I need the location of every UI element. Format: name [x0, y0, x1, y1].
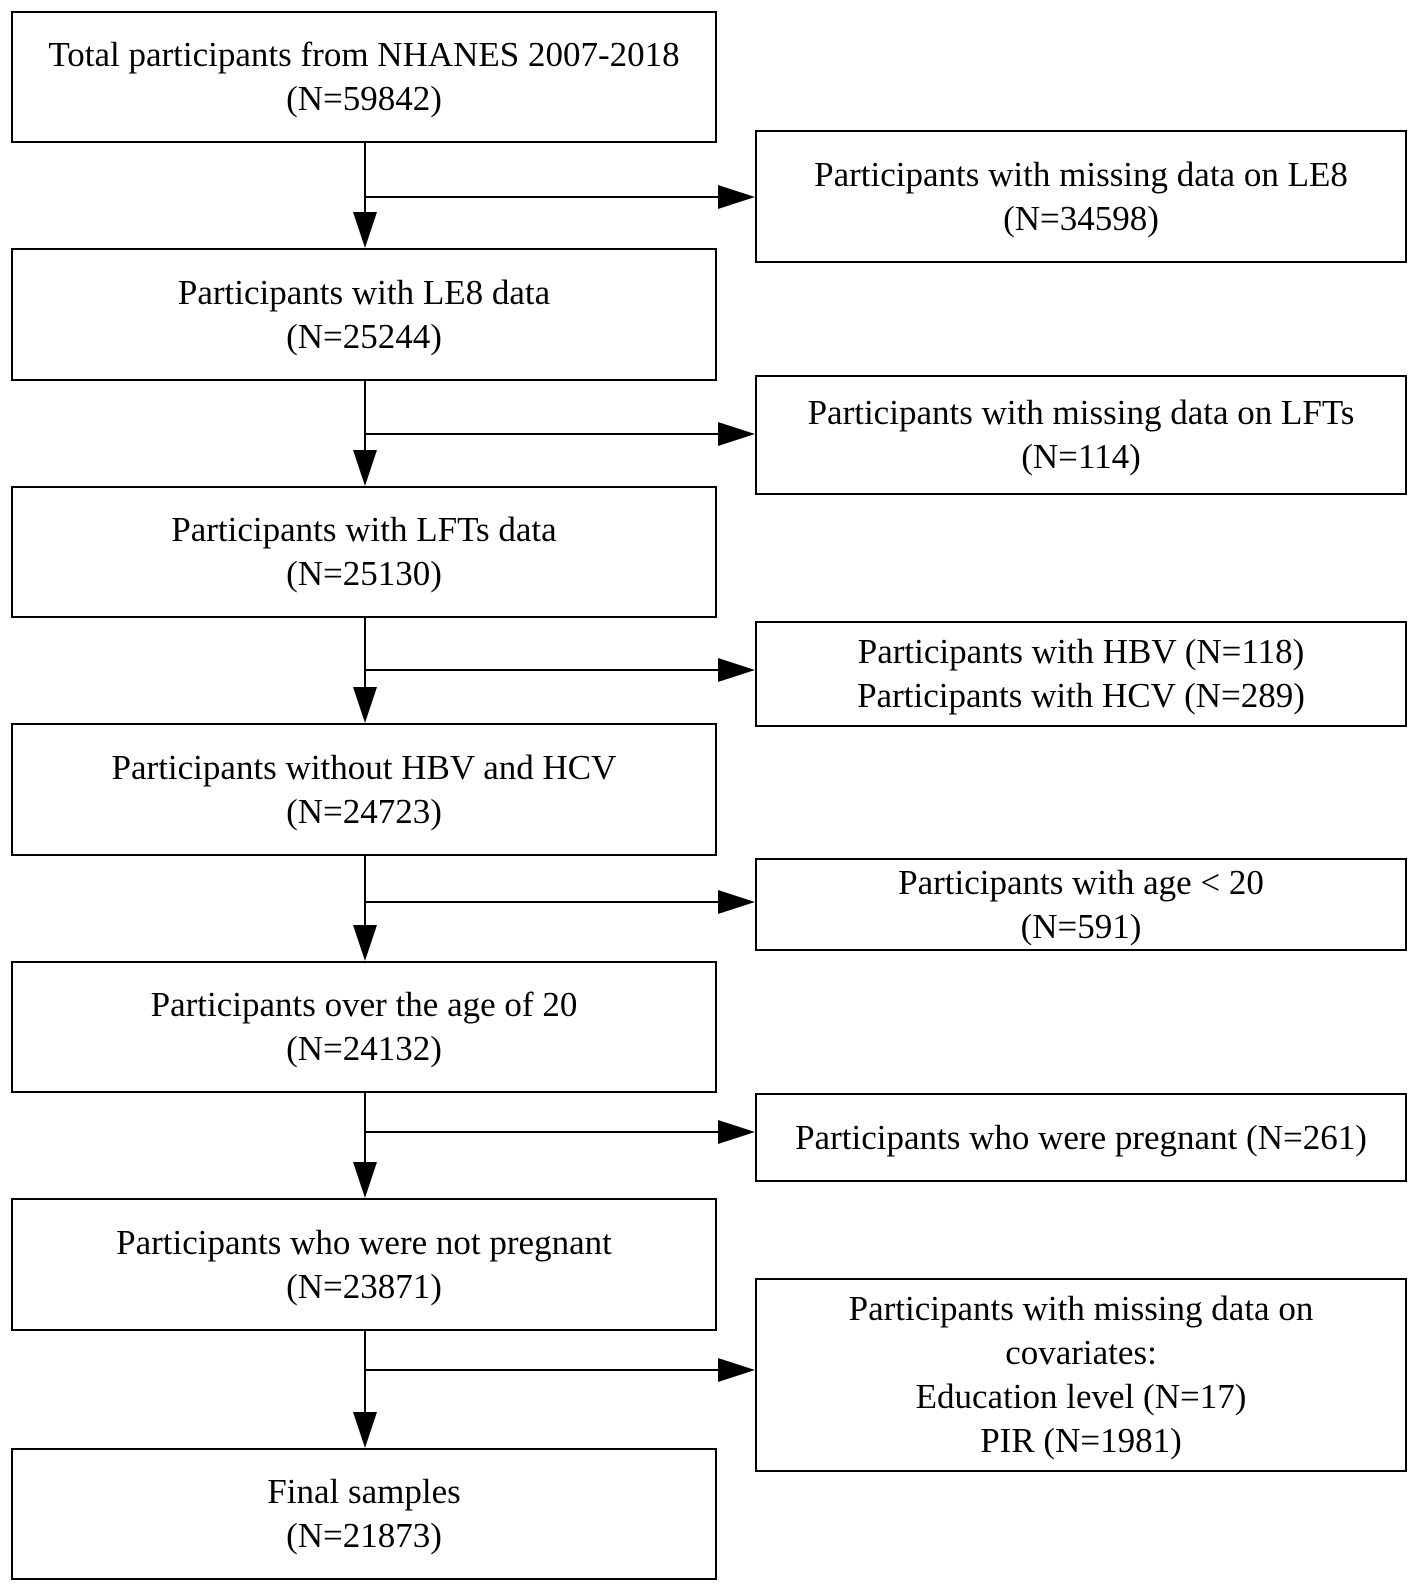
- exclusion-count: PIR (N=1981): [980, 1421, 1182, 1460]
- main-step-box: Participants without HBV and HCV (N=2472…: [11, 723, 717, 856]
- exclusion-count: (N=591): [1020, 906, 1142, 946]
- exclusion-text: Participants with missing data on: [848, 1289, 1314, 1328]
- main-step-count: (N=23871): [286, 1266, 442, 1306]
- arrowhead-down: [353, 450, 377, 486]
- arrowhead-right: [718, 1120, 755, 1144]
- main-step-box: Participants over the age of 20 (N=24132…: [11, 961, 717, 1093]
- main-step-box: Participants with LFTs data (N=25130): [11, 486, 717, 618]
- main-step-count: (N=24132): [286, 1029, 442, 1068]
- main-step-count: (N=25244): [286, 316, 442, 356]
- arrowhead-down: [353, 925, 377, 961]
- main-step-count: (N=59842): [286, 79, 442, 118]
- exclusion-text: Participants with HCV (N=289): [857, 676, 1305, 715]
- main-step-count: (N=24723): [286, 791, 442, 831]
- arrowhead-right: [718, 1358, 755, 1382]
- exclusion-text: Participants who were pregnant (N=261): [795, 1117, 1367, 1157]
- exclusion-box: Participants with missing data on LFTs (…: [755, 375, 1407, 495]
- final-samples-box: Final samples (N=21873): [11, 1448, 717, 1580]
- arrowhead-right: [718, 890, 755, 914]
- main-step-text: Final samples: [267, 1472, 461, 1511]
- exclusion-count: (N=34598): [1003, 198, 1159, 238]
- exclusion-box: Participants who were pregnant (N=261): [755, 1093, 1407, 1182]
- main-step-text: Participants with LFTs data: [171, 510, 557, 549]
- exclusion-text: covariates:: [1005, 1333, 1157, 1372]
- arrowhead-right: [718, 422, 755, 446]
- arrowhead-right: [718, 185, 755, 209]
- exclusion-text: Participants with missing data on LFTs: [807, 393, 1355, 432]
- arrowhead-down: [353, 1412, 377, 1448]
- exclusion-box: Participants with missing data on covari…: [755, 1278, 1407, 1472]
- exclusion-text: Participants with HBV (N=118): [857, 632, 1305, 671]
- exclusion-box: Participants with age < 20 (N=591): [755, 858, 1407, 951]
- exclusion-count: Education level (N=17): [915, 1377, 1247, 1416]
- main-step-text: Participants without HBV and HCV: [111, 747, 617, 787]
- exclusion-text: Participants with missing data on LE8: [814, 154, 1348, 194]
- main-step-box: Participants who were not pregnant (N=23…: [11, 1198, 717, 1331]
- arrowhead-down: [353, 1162, 377, 1198]
- main-step-text: Participants with LE8 data: [177, 272, 551, 312]
- main-step-count: (N=21873): [286, 1516, 442, 1555]
- arrowhead-down: [353, 212, 377, 248]
- exclusion-count: (N=114): [1021, 437, 1141, 476]
- exclusion-box: Participants with missing data on LE8 (N…: [755, 130, 1407, 263]
- arrowhead-right: [718, 658, 755, 682]
- arrowhead-down: [353, 687, 377, 723]
- main-step-box: Participants with LE8 data (N=25244): [11, 248, 717, 381]
- main-step-count: (N=25130): [286, 554, 442, 593]
- exclusion-text: Participants with age < 20: [898, 862, 1264, 902]
- main-step-text: Participants who were not pregnant: [116, 1222, 612, 1262]
- main-step-text: Participants over the age of 20: [150, 985, 578, 1024]
- main-step-box: Total participants from NHANES 2007-2018…: [11, 11, 717, 143]
- exclusion-box: Participants with HBV (N=118) Participan…: [755, 621, 1407, 727]
- main-step-text: Total participants from NHANES 2007-2018: [48, 35, 680, 74]
